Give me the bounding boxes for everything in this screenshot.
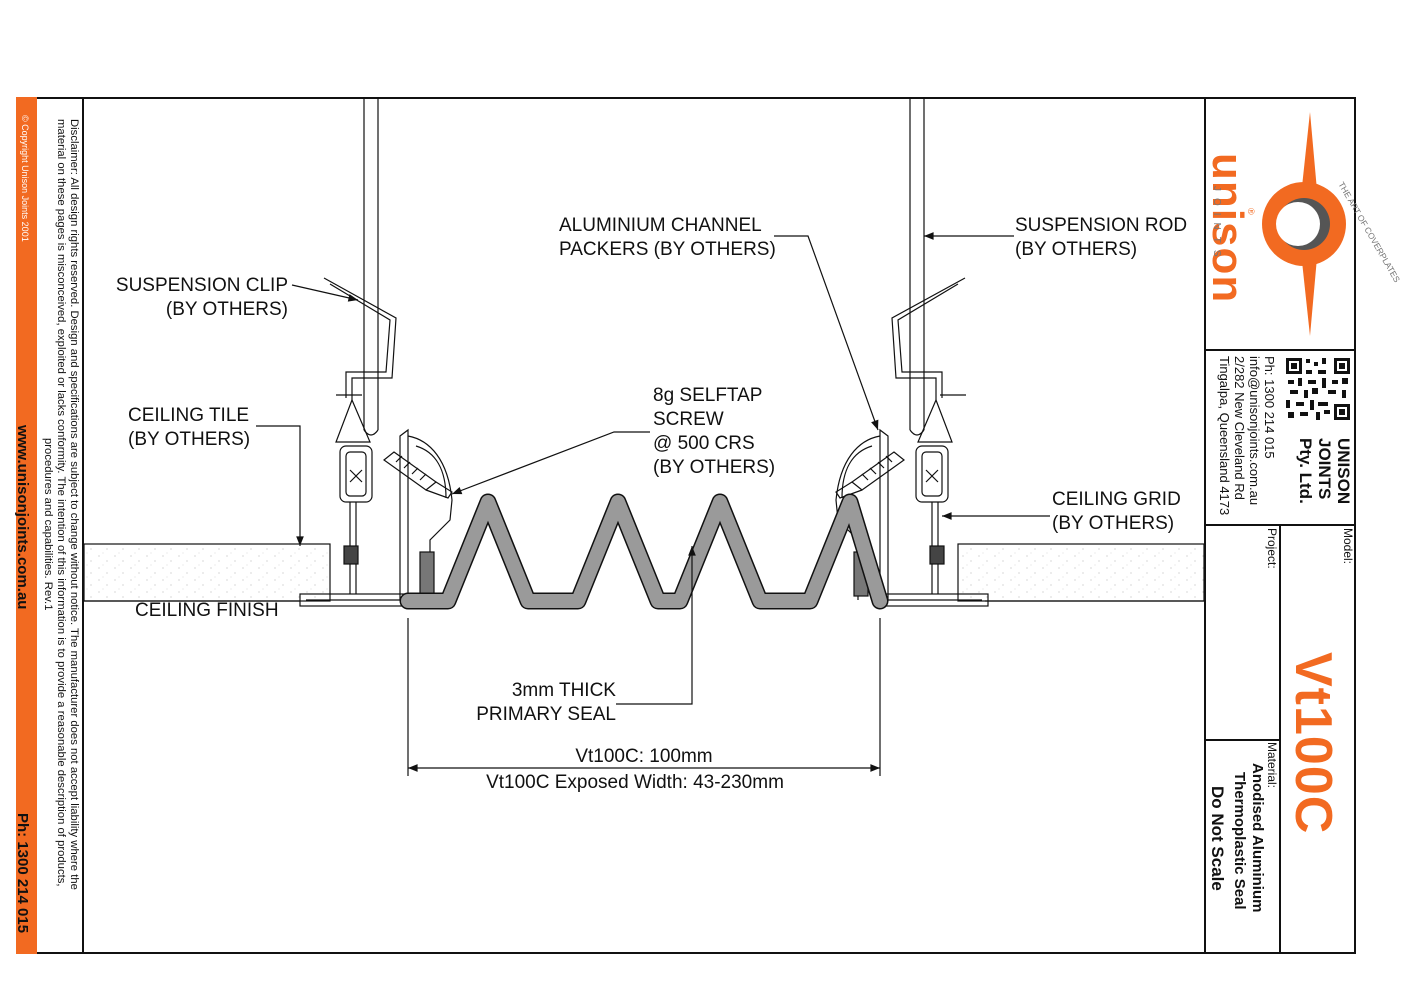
dimension-lines (407, 618, 881, 776)
material-seal: Thermoplastic Seal (1231, 772, 1248, 910)
model-number: Vt100C (1284, 652, 1342, 835)
company-phone: Ph: 1300 214 015 (1262, 356, 1277, 459)
label-suspension-rod: SUSPENSION ROD (BY OTHERS) (1015, 215, 1188, 260)
selftap-screw-left (383, 451, 453, 499)
company-email[interactable]: info@unisonjoints.com.au (1247, 356, 1262, 506)
selftap-screw-right (835, 451, 905, 499)
material-aluminium: Anodised Aluminium (1249, 763, 1266, 913)
dimension-exposed: Vt100C Exposed Width: 43-230mm (486, 772, 784, 793)
sidebar-strip (16, 97, 37, 954)
material-label: Material: (1265, 742, 1279, 789)
registered-mark: ® (1246, 208, 1256, 215)
title-block-grid (1204, 97, 1356, 954)
model-label: Model: (1341, 528, 1355, 565)
company-address-2: Tingalpa, Queensland 4173 (1217, 356, 1232, 516)
brand-subtitle: JOINTS (1211, 186, 1222, 264)
suspension-clip-left (323, 277, 397, 400)
suspension-rod-right (909, 97, 925, 436)
label-suspension-clip: SUSPENSION CLIP (BY OTHERS) (115, 275, 288, 320)
aluminium-channel-left (399, 428, 453, 601)
label-selftap-screw: 8g SELFTAP SCREW @ 500 CRS (BY OTHERS) (653, 385, 776, 478)
ceiling-tile-left (83, 543, 331, 602)
label-aluminium-channel: ALUMINIUM CHANNEL PACKERS (BY OTHERS) (559, 215, 776, 260)
primary-seal (399, 493, 889, 610)
leader-lines (256, 232, 1050, 705)
label-primary-seal: 3mm THICK PRIMARY SEAL (476, 680, 616, 725)
label-ceiling-tile: CEILING TILE (BY OTHERS) (128, 405, 251, 450)
qr-code[interactable] (1284, 356, 1352, 422)
project-label: Project: (1265, 528, 1279, 569)
scale-note: Do Not Scale (1208, 786, 1227, 891)
ceiling-grid-left (299, 398, 409, 607)
label-ceiling-finish: CEILING FINISH (135, 600, 279, 621)
company-name: UNISON JOINTS Pty. Ltd. (1296, 438, 1353, 505)
ceiling-tile-right (957, 543, 1205, 602)
dimension-main: Vt100C: 100mm (575, 746, 713, 767)
label-ceiling-grid: CEILING GRID (BY OTHERS) (1052, 489, 1181, 534)
suspension-rod-left (363, 97, 379, 436)
unison-logo (1262, 112, 1346, 336)
disclaimer-panel (37, 97, 82, 954)
company-address-1: 2/282 New Cleveland Rd (1232, 356, 1247, 500)
suspension-clip-right (891, 277, 966, 400)
brand-wordmark: unison (1203, 153, 1252, 304)
